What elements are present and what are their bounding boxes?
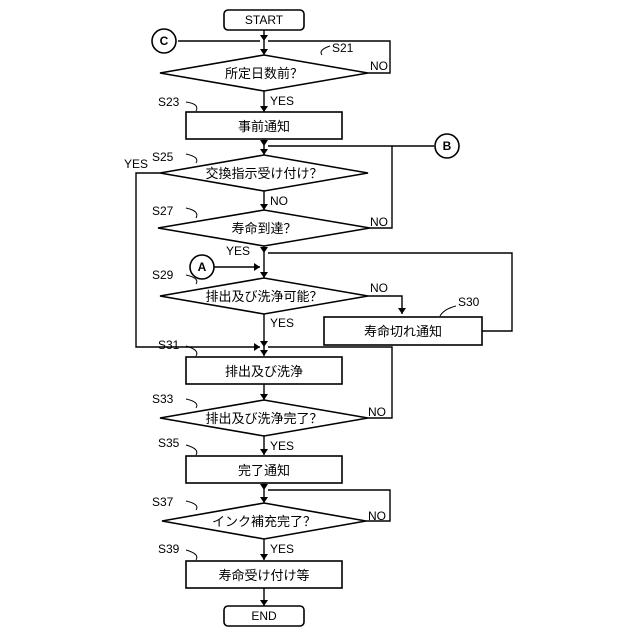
arrow-s25-join [254,343,260,351]
s23-step-id: S23 [158,95,180,109]
s27-leader [186,208,197,218]
s37-step-id: S37 [152,495,174,509]
connector-b-label: B [443,139,452,153]
s23-leader [186,102,197,111]
s25-leader [186,154,197,163]
arrow-into-s31 [260,350,268,356]
s21-leader [321,46,330,55]
decision-s29-label: 排出及び洗浄可能？ [205,290,322,305]
decision-s33-label: 排出及び洗浄完了？ [205,412,322,427]
s25-no-label: NO [270,194,288,208]
arrow-into-s37 [260,497,268,503]
decision-s37-label: インク補充完了？ [212,514,316,530]
s29-yes-label: YES [270,316,294,330]
s30-leader [440,306,456,316]
s33-leader [186,399,197,408]
s30-step-id: S30 [458,295,480,309]
process-s23-label: 事前通知 [238,119,290,135]
arrow-into-s30 [398,308,406,314]
connector-c-label: C [160,34,169,48]
arrow-into-s25 [260,149,268,155]
arrow-into-s29 [260,272,268,278]
s35-leader [186,445,197,455]
arrow-into-end [260,600,268,606]
s31-step-id: S31 [158,338,180,352]
arrow-s29-join [260,341,268,347]
end-label: END [251,609,277,623]
decision-s25-label: 交換指示受け付け？ [205,166,322,182]
s33-step-id: S33 [152,392,174,406]
s27-step-id: S27 [152,204,174,218]
arrow-start-c [260,35,268,41]
process-s31-label: 排出及び洗浄 [225,365,303,380]
s21-step-id: S21 [332,41,354,55]
s37-no-label: NO [368,509,386,523]
arrow-a-join [254,263,260,271]
s37-yes-label: YES [270,542,294,556]
s29-no-label: NO [370,281,388,295]
s37-leader [186,501,197,510]
s33-no-label: NO [368,405,386,419]
connector-a-label: A [198,260,207,274]
arrow-s23-b [260,140,268,146]
s27-no-label: NO [370,215,388,229]
s27-yes-label: YES [226,244,250,258]
s21-yes-label: YES [270,94,294,108]
arrow-s27-loop [260,247,268,253]
process-s35-label: 完了通知 [238,463,290,479]
arrow-into-s23 [260,106,268,112]
arrow-into-s21 [260,49,268,55]
s35-step-id: S35 [158,436,180,450]
arrow-into-s33 [260,394,268,400]
s33-yes-label: YES [270,439,294,453]
s29-step-id: S29 [152,268,174,282]
s25-yes-label: YES [124,157,148,171]
decision-s27-label: 寿命到達？ [231,221,296,237]
process-s39-label: 寿命受け付け等 [218,568,309,584]
start-label: START [245,13,284,27]
s25-step-id: S25 [152,150,174,164]
decision-s21-label: 所定日数前？ [225,66,303,82]
arrow-into-s35 [260,449,268,455]
process-s30-label: 寿命切れ通知 [364,324,442,340]
arrow-into-s39 [260,554,268,560]
arrow-into-s27 [260,204,268,210]
edge-s29-no [368,296,402,314]
s39-leader [186,550,197,560]
s39-step-id: S39 [158,542,180,556]
s21-no-label: NO [370,59,388,73]
arrow-s35-join [260,484,268,490]
